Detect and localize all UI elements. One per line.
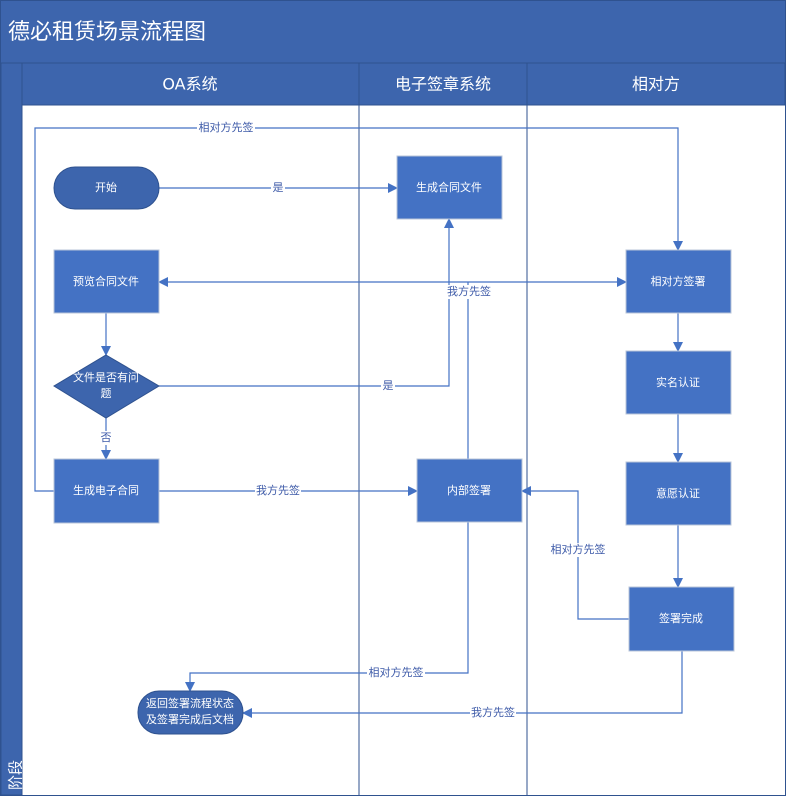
edge-complete-to-end bbox=[242, 651, 683, 718]
edge-label: 我方先签 bbox=[471, 705, 515, 719]
node-label: 签署完成 bbox=[659, 611, 703, 625]
lane-title-oa: OA系统 bbox=[162, 75, 217, 94]
lane-header-esign bbox=[358, 62, 528, 106]
lane-title-esign: 电子签章系统 bbox=[395, 75, 491, 94]
node-label: 实名认证 bbox=[656, 375, 700, 389]
start-node bbox=[53, 166, 160, 210]
node-label: 开始 bbox=[95, 180, 117, 194]
edge-decision-yes bbox=[159, 218, 454, 387]
internal-sign-node bbox=[416, 458, 523, 523]
edge-label: 相对方先签 bbox=[369, 665, 424, 679]
node-label: 生成电子合同 bbox=[73, 483, 139, 497]
generate-contract-file-node bbox=[396, 155, 503, 220]
edge-label: 是 bbox=[383, 379, 394, 392]
lane-title-counterparty: 相对方 bbox=[632, 75, 680, 94]
end-node bbox=[137, 690, 244, 735]
edge-top-loop bbox=[34, 127, 683, 492]
node-label: 意愿认证 bbox=[656, 486, 700, 500]
phase-label: 阶段 bbox=[7, 760, 25, 790]
node-label: 内部签署 bbox=[447, 483, 491, 497]
node-label: 预览合同文件 bbox=[73, 274, 139, 288]
real-name-auth-node bbox=[625, 350, 732, 415]
edge-label: 是 bbox=[273, 181, 284, 194]
edge-label: 我方先签 bbox=[447, 284, 491, 298]
willingness-auth-node bbox=[625, 461, 732, 526]
edge-label: 否 bbox=[101, 431, 112, 444]
edge-label: 相对方先签 bbox=[199, 120, 254, 134]
preview-contract-file-node bbox=[53, 249, 160, 314]
node-label: 题 bbox=[101, 387, 112, 400]
node-label: 生成合同文件 bbox=[416, 180, 482, 194]
title-bar bbox=[1, 1, 785, 63]
edge-internal-to-end bbox=[185, 522, 469, 692]
edge-label: 我方先签 bbox=[256, 483, 300, 497]
phase-column bbox=[0, 62, 23, 796]
lane-header-counterparty bbox=[526, 62, 786, 106]
node-label: 相对方签署 bbox=[651, 274, 706, 288]
counterparty-sign-node bbox=[625, 249, 732, 314]
generate-e-contract-node bbox=[53, 458, 160, 524]
node-label: 返回签署流程状态 bbox=[146, 696, 234, 710]
decision-node bbox=[53, 354, 160, 419]
sign-complete-node bbox=[628, 586, 735, 652]
node-label: 及签署完成后文档 bbox=[146, 712, 234, 726]
diagram-title: 德必租赁场景流程图 bbox=[8, 20, 206, 45]
edge-label: 相对方先签 bbox=[551, 542, 606, 556]
lane-header-oa bbox=[21, 62, 360, 106]
node-label: 文件是否有问 bbox=[73, 370, 139, 384]
